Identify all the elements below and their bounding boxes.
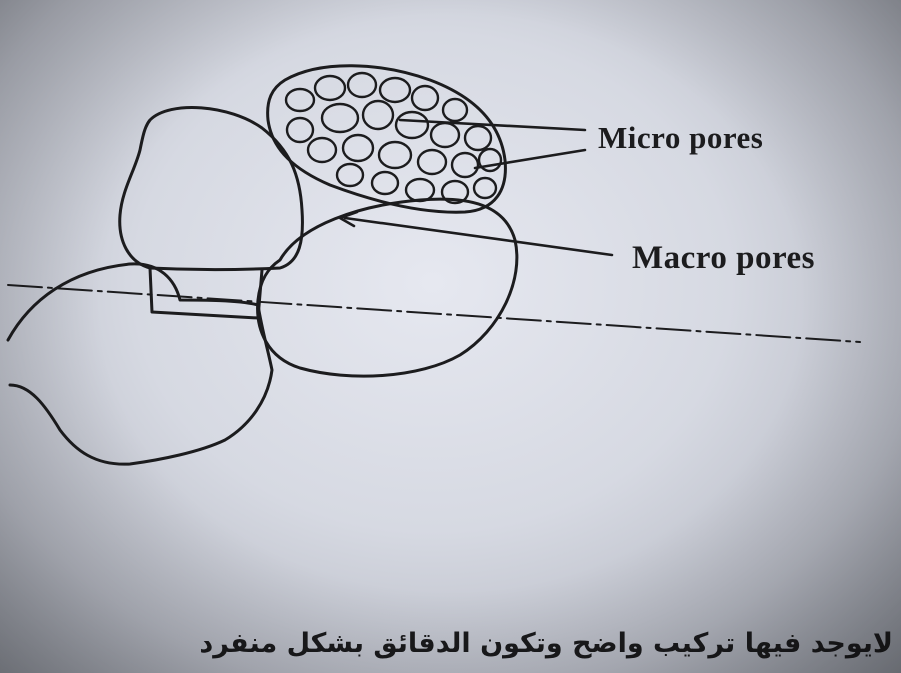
micro-pore: [286, 89, 314, 111]
micro-pore: [363, 101, 393, 129]
upper-aggregate: [120, 108, 303, 270]
macro-pointer-line: [345, 218, 612, 255]
micro-pore: [287, 118, 313, 142]
right-aggregate: [258, 199, 517, 376]
dashed-reference-line: [8, 285, 860, 342]
micro-pore: [308, 138, 336, 162]
micro-pore: [372, 172, 398, 194]
micro-pore: [322, 104, 358, 132]
micro-pore: [474, 178, 496, 198]
micro-pore: [412, 86, 438, 110]
micro-pore: [315, 76, 345, 100]
micro-pore: [337, 164, 363, 186]
micro-pore: [443, 99, 467, 121]
micro-pointer-line: [475, 150, 585, 168]
micro-pore: [343, 135, 373, 161]
micro-pore: [431, 123, 459, 147]
micro-pore: [348, 73, 376, 97]
micro-pore: [465, 126, 491, 150]
micro-pore: [418, 150, 446, 174]
micro-pores-label: Micro pores: [598, 120, 763, 156]
macro-pores-label: Macro pores: [632, 240, 815, 277]
micro-pore: [406, 179, 434, 201]
micro-pores-group: [286, 73, 501, 203]
micro-pore: [452, 153, 478, 177]
micro-pore: [380, 78, 410, 102]
arabic-caption: لايوجد فيها تركيب واضح وتكون الدقائق بشك…: [0, 628, 893, 659]
micro-pore: [396, 112, 428, 138]
micro-cluster-outline: [268, 66, 506, 212]
micro-pore: [379, 142, 411, 168]
